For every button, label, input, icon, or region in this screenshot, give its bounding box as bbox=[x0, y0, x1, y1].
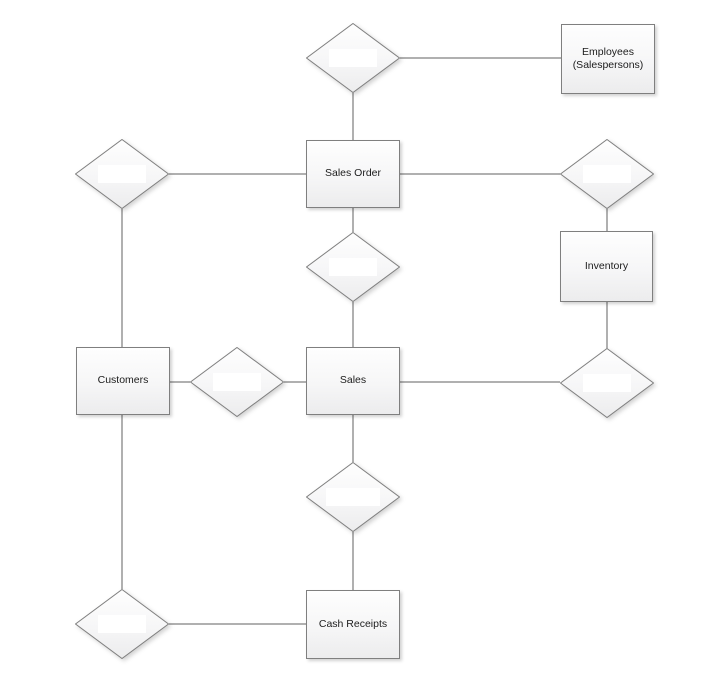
entity-label: Sales Order bbox=[324, 167, 382, 180]
blank-label-patch bbox=[213, 373, 261, 391]
blank-label-patch bbox=[326, 488, 380, 506]
entity-sales-order[interactable]: Sales Order bbox=[306, 140, 400, 208]
blank-label-patch bbox=[583, 374, 631, 392]
blank-label-patch bbox=[329, 258, 377, 276]
blank-label-patch bbox=[98, 615, 146, 633]
blank-label-patch bbox=[583, 165, 631, 183]
relationship-diamond-inventory-sales[interactable] bbox=[560, 348, 654, 418]
entity-label: Cash Receipts bbox=[318, 617, 388, 630]
relationship-diamond-customers-sales[interactable] bbox=[190, 347, 284, 417]
relationship-diamond-salesorder-customers[interactable] bbox=[75, 139, 169, 209]
entity-label: Sales bbox=[339, 374, 367, 387]
relationship-diamond-salesorder-inventory[interactable] bbox=[560, 139, 654, 209]
relationship-diamond-sales-cashreceipts[interactable] bbox=[306, 462, 400, 532]
blank-label-patch bbox=[98, 165, 146, 183]
entity-label: Inventory bbox=[584, 259, 629, 272]
relationship-diamond-salesorder-sales[interactable] bbox=[306, 232, 400, 302]
entity-label-line2: (Salespersons) bbox=[572, 59, 644, 71]
relationship-diamond-customers-cashreceipts[interactable] bbox=[75, 589, 169, 659]
blank-label-patch bbox=[329, 49, 377, 67]
entity-sales[interactable]: Sales bbox=[306, 347, 400, 415]
entity-cash-receipts[interactable]: Cash Receipts bbox=[306, 590, 400, 659]
entity-customers[interactable]: Customers bbox=[76, 347, 170, 415]
entity-employees[interactable]: Employees (Salespersons) bbox=[561, 24, 655, 94]
entity-label: Employees bbox=[582, 45, 634, 58]
entity-label: Customers bbox=[97, 374, 149, 387]
relationship-diamond-salesorder-employees[interactable] bbox=[306, 23, 400, 93]
entity-inventory[interactable]: Inventory bbox=[560, 231, 653, 302]
